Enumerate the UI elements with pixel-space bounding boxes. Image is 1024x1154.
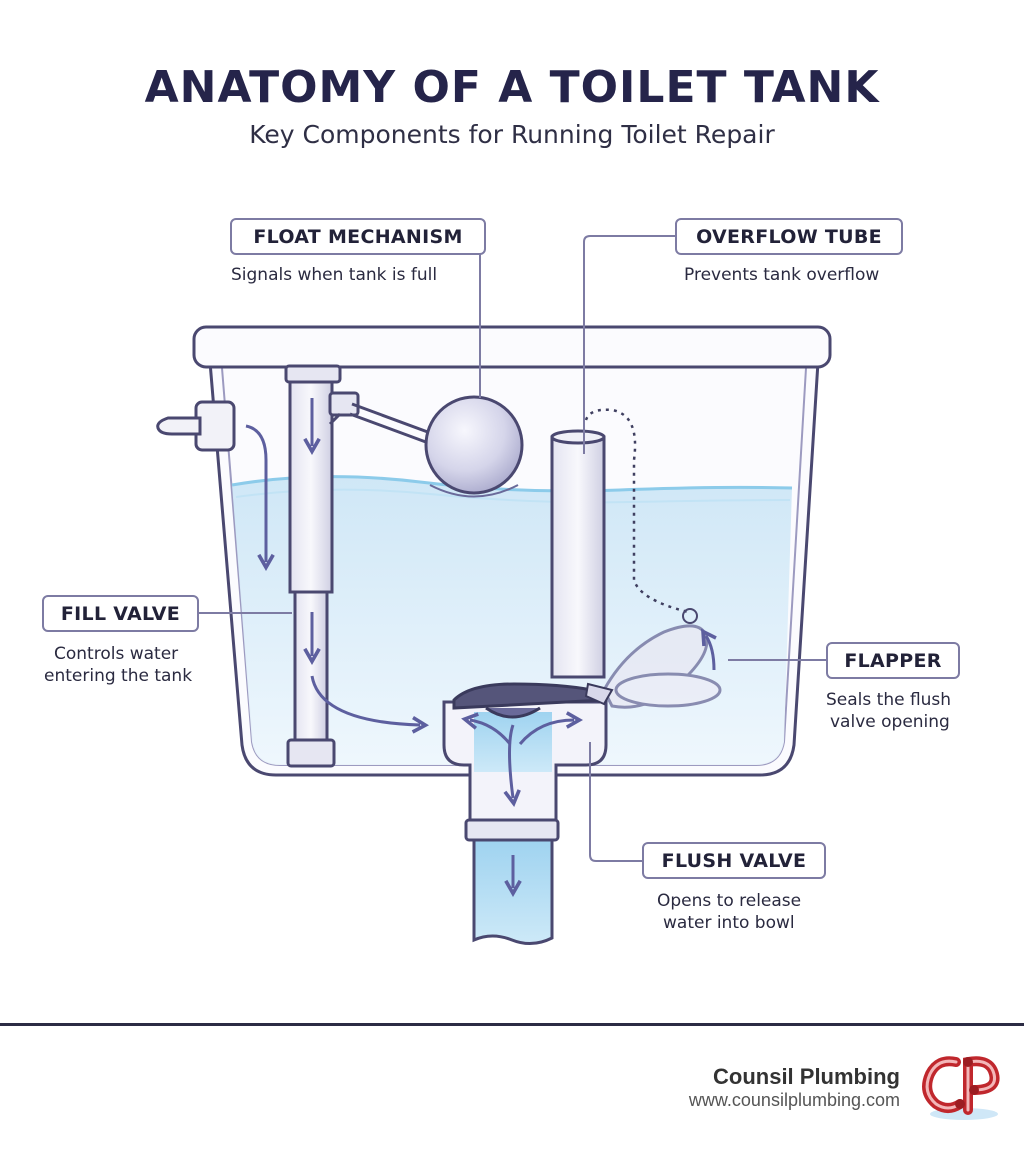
- footer-divider: [0, 1023, 1024, 1026]
- flush-valve-description-line2: water into bowl: [663, 913, 795, 933]
- tank-lid: [192, 325, 832, 369]
- counsil-plumbing-logo: [922, 1056, 1000, 1120]
- flush-valve-description-line1: Opens to release: [657, 891, 802, 911]
- fill-valve-label: FILL VALVE: [42, 595, 199, 632]
- float-mechanism-label: FLOAT MECHANISM: [230, 218, 486, 255]
- toilet-tank-diagram: [156, 235, 832, 945]
- brand-url: www.counsilplumbing.com: [688, 1090, 900, 1110]
- flapper-description-line2: valve opening: [830, 712, 950, 732]
- flush-handle-icon: [156, 400, 236, 452]
- overflow-tube-label: OVERFLOW TUBE: [675, 218, 903, 255]
- flush-valve-label: FLUSH VALVE: [642, 842, 826, 879]
- page-subtitle: Key Components for Running Toilet Repair: [249, 120, 775, 149]
- float-mechanism-description: Signals when tank is full: [231, 265, 438, 285]
- fill-valve-description-line2: entering the tank: [44, 666, 193, 686]
- overflow-tube-description: Prevents tank overflow: [684, 265, 880, 285]
- fill-valve-description-line1: Controls water: [54, 644, 179, 664]
- flapper-label: FLAPPER: [826, 642, 960, 679]
- brand-name: Counsil Plumbing: [713, 1064, 900, 1089]
- float-mechanism-icon: [328, 391, 524, 498]
- overflow-tube-icon: [550, 429, 606, 679]
- flush-valve-icon: [442, 682, 614, 945]
- label-leader-lines: [198, 235, 826, 862]
- water-flow-arrows: [245, 398, 717, 898]
- page-title: ANATOMY OF A TOILET TANK: [144, 62, 880, 113]
- flapper-description-line1: Seals the flush: [826, 690, 952, 710]
